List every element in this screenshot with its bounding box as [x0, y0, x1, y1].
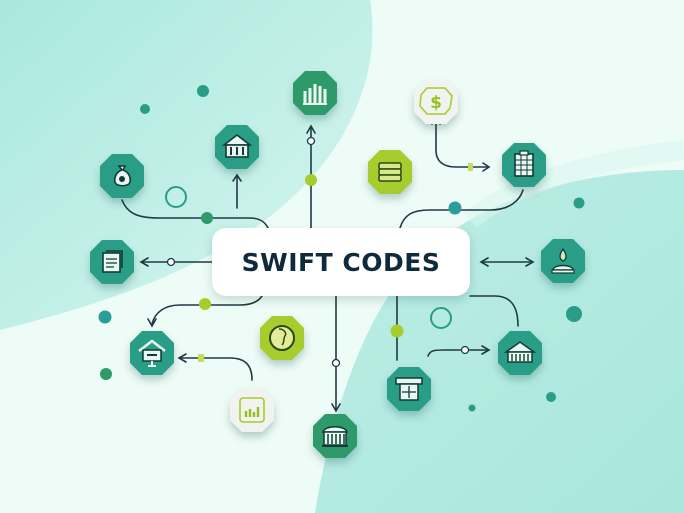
house-money-icon	[130, 331, 174, 375]
person-icon	[541, 239, 585, 283]
document-node	[88, 238, 136, 286]
small-chart-icon	[230, 388, 274, 432]
bank-icon	[215, 125, 259, 169]
money-bag-icon	[100, 154, 144, 198]
money-bag-node	[98, 152, 146, 200]
atm-icon	[387, 367, 431, 411]
clipboard-node	[500, 141, 548, 189]
dollar-icon: $	[414, 80, 458, 124]
atm-node	[385, 365, 433, 413]
bar-chart-node	[291, 69, 339, 117]
bank-right-node	[496, 329, 544, 377]
diagram-title: SWIFT CODES	[241, 247, 441, 277]
clipboard-icon	[502, 143, 546, 187]
cash-stack-icon	[368, 150, 412, 194]
dollar-node: $	[412, 78, 460, 126]
house-money-node	[128, 329, 176, 377]
bank-node-top	[213, 123, 261, 171]
cash-stack-node	[366, 148, 414, 196]
globe-coin-node	[258, 314, 306, 362]
bank-bottom-node	[311, 412, 359, 460]
document-icon	[90, 240, 134, 284]
globe-coin-icon	[260, 316, 304, 360]
bar-chart-icon	[293, 71, 337, 115]
bank-building-icon	[313, 414, 357, 458]
svg-text:$: $	[430, 93, 442, 113]
bank-roof-icon	[498, 331, 542, 375]
person-node	[539, 237, 587, 285]
swift-codes-title-box: SWIFT CODES	[212, 228, 470, 296]
small-chart-node	[228, 386, 276, 434]
